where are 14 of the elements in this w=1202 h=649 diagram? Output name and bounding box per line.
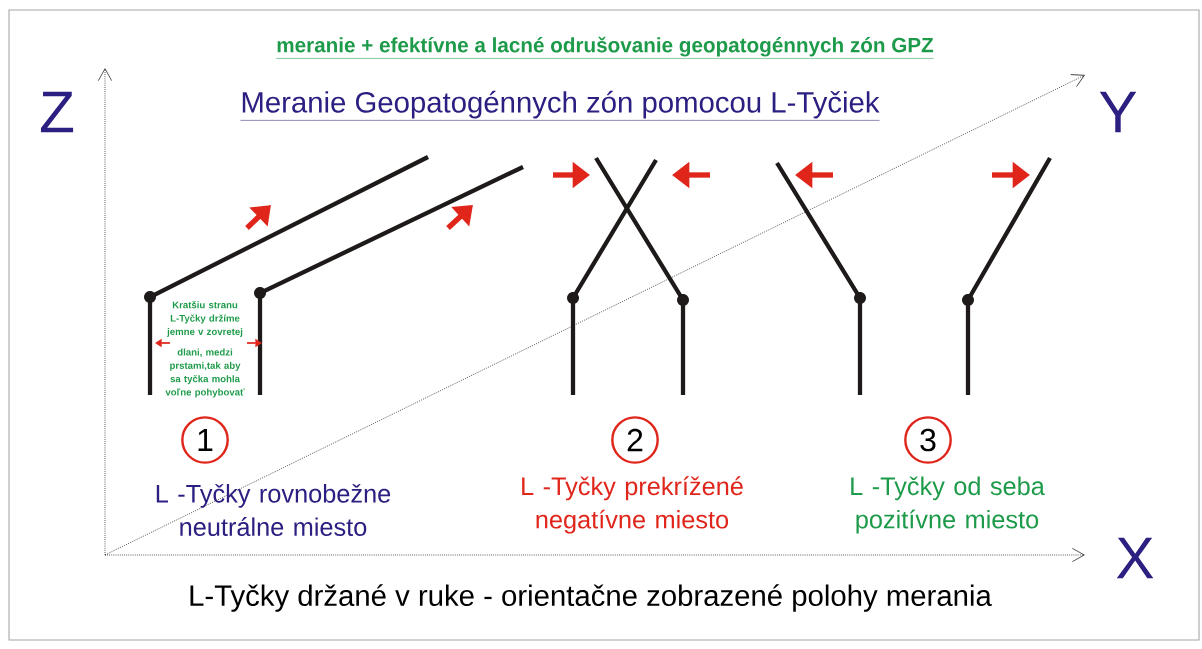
position-number: 2 bbox=[611, 416, 659, 464]
title: Meranie Geopatogénnych zón pomocou L-Tyčiek bbox=[240, 90, 880, 121]
caption: L -Tyčky prekrížené negatívne miesto bbox=[522, 476, 743, 534]
instruction-text: Kratšiu stranu L-Tyčky držíme jemne v zovretej bbox=[167, 301, 243, 337]
caption: L -Tyčky rovnobežne neutrálne miesto bbox=[156, 484, 391, 536]
heading: meranie + efektívne a lacné odrušovanie geopatogénnych zón GPZ bbox=[276, 36, 934, 59]
axis-label: Z bbox=[40, 91, 74, 133]
instruction-text: dlani, medzi prstami,tak aby sa tyčka mohla voľne pohybovať bbox=[165, 348, 245, 398]
caption: L -Tyčky od seba pozitívne miesto bbox=[851, 476, 1045, 534]
position-number: 1 bbox=[181, 416, 229, 464]
axis-label: X bbox=[1116, 537, 1154, 579]
caption: L-Tyčky držané v ruke - orientačne zobrazené polohy merania bbox=[190, 584, 992, 612]
position-number: 3 bbox=[904, 416, 952, 464]
axis-label: Y bbox=[1099, 91, 1137, 133]
